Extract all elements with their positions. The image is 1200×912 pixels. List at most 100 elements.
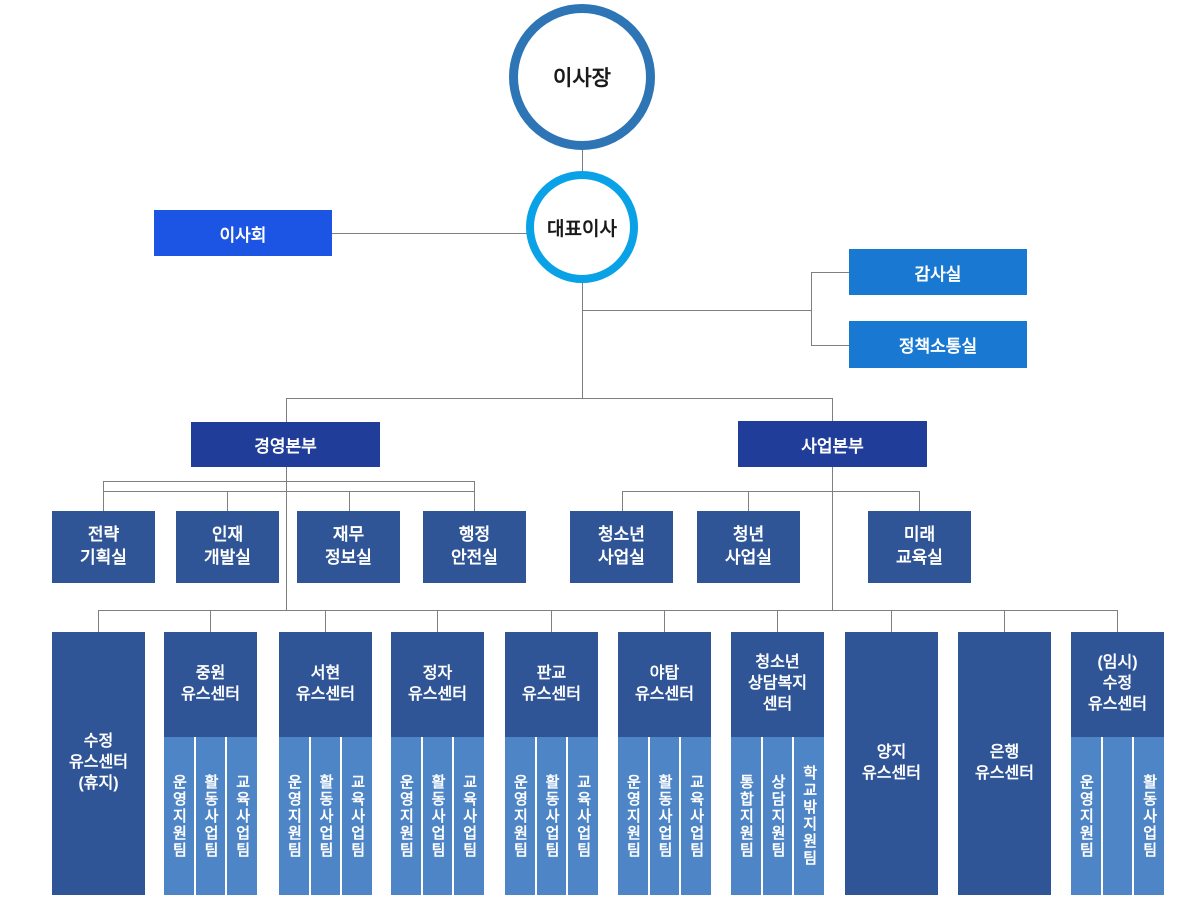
connector (582, 150, 583, 172)
audit-office-box: 감사실 (849, 249, 1027, 295)
connector (227, 491, 228, 511)
team-column: 활동사업팀 (649, 737, 680, 895)
team-column: 교육사업팀 (342, 737, 373, 895)
management-hq-label: 경영본부 (254, 437, 317, 456)
center-teams: 운영지원팀 활동사업팀 교육사업팀 (391, 737, 485, 895)
team-column: 교육사업팀 (227, 737, 258, 895)
board-box: 이사회 (154, 210, 332, 256)
connector (98, 610, 99, 632)
connector (286, 398, 832, 399)
center-pangyo: 판교 유스센터 운영지원팀 활동사업팀 교육사업팀 (505, 632, 599, 895)
connector (286, 467, 287, 610)
center-name: (임시) 수정 유스센터 (1088, 654, 1147, 713)
team-column: 활동사업팀 (422, 737, 453, 895)
policy-office-label: 정책소통실 (898, 337, 978, 356)
center-teams: 운영지원팀 활동사업팀 교육사업팀 (618, 737, 712, 895)
policy-office-box: 정책소통실 (849, 321, 1027, 368)
connector (777, 610, 778, 632)
center-temp-sujeong: (임시) 수정 유스센터 운영지원팀 활동사업팀 (1071, 632, 1165, 895)
team-column: 운영지원팀 (164, 737, 194, 895)
connector (811, 272, 849, 273)
center-yatap: 야탑 유스센터 운영지원팀 활동사업팀 교육사업팀 (618, 632, 712, 895)
team-column: 활동사업팀 (195, 737, 226, 895)
center-jeongja: 정자 유스센터 운영지원팀 활동사업팀 교육사업팀 (391, 632, 485, 895)
team-column: 운영지원팀 (391, 737, 421, 895)
ceo-label: 대표이사 (547, 218, 617, 240)
team-column: 운영지원팀 (1071, 737, 1101, 895)
connector (103, 481, 104, 511)
connector (98, 610, 1117, 611)
connector (622, 491, 623, 511)
team-column: 운영지원팀 (279, 737, 309, 895)
center-name: 정자 유스센터 (408, 664, 467, 703)
center-name: 청소년 상담복지 센터 (748, 654, 807, 713)
connector (349, 491, 350, 511)
connector (811, 272, 812, 346)
center-name: 야탑 유스센터 (635, 664, 694, 703)
dept-box-future-education: 미래 교육실 (868, 511, 971, 583)
connector (1004, 610, 1005, 632)
connector (891, 610, 892, 632)
business-hq-box: 사업본부 (738, 421, 927, 467)
center-youth-counseling-welfare: 청소년 상담복지 센터 통합지원팀 상담지원팀 학교밖지원팀 (731, 632, 825, 895)
team-column: 통합지원팀 (731, 737, 761, 895)
connector (331, 233, 582, 234)
center-name: 은행 유스센터 (975, 743, 1034, 782)
connector (325, 610, 326, 632)
center-teams: 통합지원팀 상담지원팀 학교밖지원팀 (731, 737, 825, 895)
chairman-label: 이사장 (553, 67, 611, 90)
center-eunhaeng: 은행 유스센터 (958, 632, 1051, 895)
team-column: 교육사업팀 (454, 737, 485, 895)
connector (103, 491, 474, 492)
connector (210, 610, 211, 632)
center-teams: 운영지원팀 활동사업팀 교육사업팀 (505, 737, 599, 895)
ceo-circle: 대표이사 (526, 171, 638, 283)
center-name: 중원 유스센터 (181, 664, 240, 703)
connector (622, 491, 919, 492)
team-column: 교육사업팀 (568, 737, 599, 895)
connector (1117, 610, 1118, 632)
center-yangji: 양지 유스센터 (845, 632, 938, 895)
center-name: 서현 유스센터 (296, 664, 355, 703)
connector (832, 398, 833, 421)
team-column: 활동사업팀 (536, 737, 567, 895)
center-seohyeon: 서현 유스센터 운영지원팀 활동사업팀 교육사업팀 (279, 632, 373, 895)
team-column: 상담지원팀 (762, 737, 793, 895)
connector (286, 398, 287, 422)
team-column (1102, 737, 1133, 895)
chairman-circle: 이사장 (509, 4, 655, 150)
connector (664, 610, 665, 632)
center-name: 판교 유스센터 (522, 664, 581, 703)
audit-office-label: 감사실 (914, 264, 962, 284)
team-column: 교육사업팀 (681, 737, 712, 895)
connector (474, 481, 475, 511)
team-column: 활동사업팀 (1134, 737, 1165, 895)
connector (551, 610, 552, 632)
dept-box-finance-information: 재무 정보실 (297, 511, 400, 583)
dept-box-hr-development: 인재 개발실 (176, 511, 279, 583)
center-name: 수정 유스센터 (휴지) (69, 733, 128, 792)
dept-box-youth-business: 청소년 사업실 (570, 511, 673, 583)
board-label: 이사회 (219, 225, 267, 245)
connector (832, 467, 833, 610)
team-column: 운영지원팀 (505, 737, 535, 895)
connector (437, 610, 438, 632)
business-hq-label: 사업본부 (801, 436, 864, 456)
team-column: 운영지원팀 (618, 737, 648, 895)
center-jungwon: 중원 유스센터 운영지원팀 활동사업팀 교육사업팀 (164, 632, 258, 895)
center-teams: 운영지원팀 활동사업팀 교육사업팀 (279, 737, 373, 895)
dept-box-young-adult-business: 청년 사업실 (697, 511, 800, 583)
dept-box-strategy-planning: 전략 기획실 (52, 511, 155, 583)
management-hq-box: 경영본부 (191, 422, 380, 467)
team-column: 학교밖지원팀 (794, 737, 825, 895)
center-teams: 운영지원팀 활동사업팀 (1071, 737, 1165, 895)
dept-box-admin-safety: 행정 안전실 (423, 511, 526, 583)
connector (582, 310, 811, 311)
center-sujeong-closed: 수정 유스센터 (휴지) (52, 632, 145, 895)
center-name: 양지 유스센터 (862, 743, 921, 782)
connector (811, 345, 849, 346)
center-teams: 운영지원팀 활동사업팀 교육사업팀 (164, 737, 258, 895)
team-column: 활동사업팀 (310, 737, 341, 895)
connector (919, 491, 920, 511)
